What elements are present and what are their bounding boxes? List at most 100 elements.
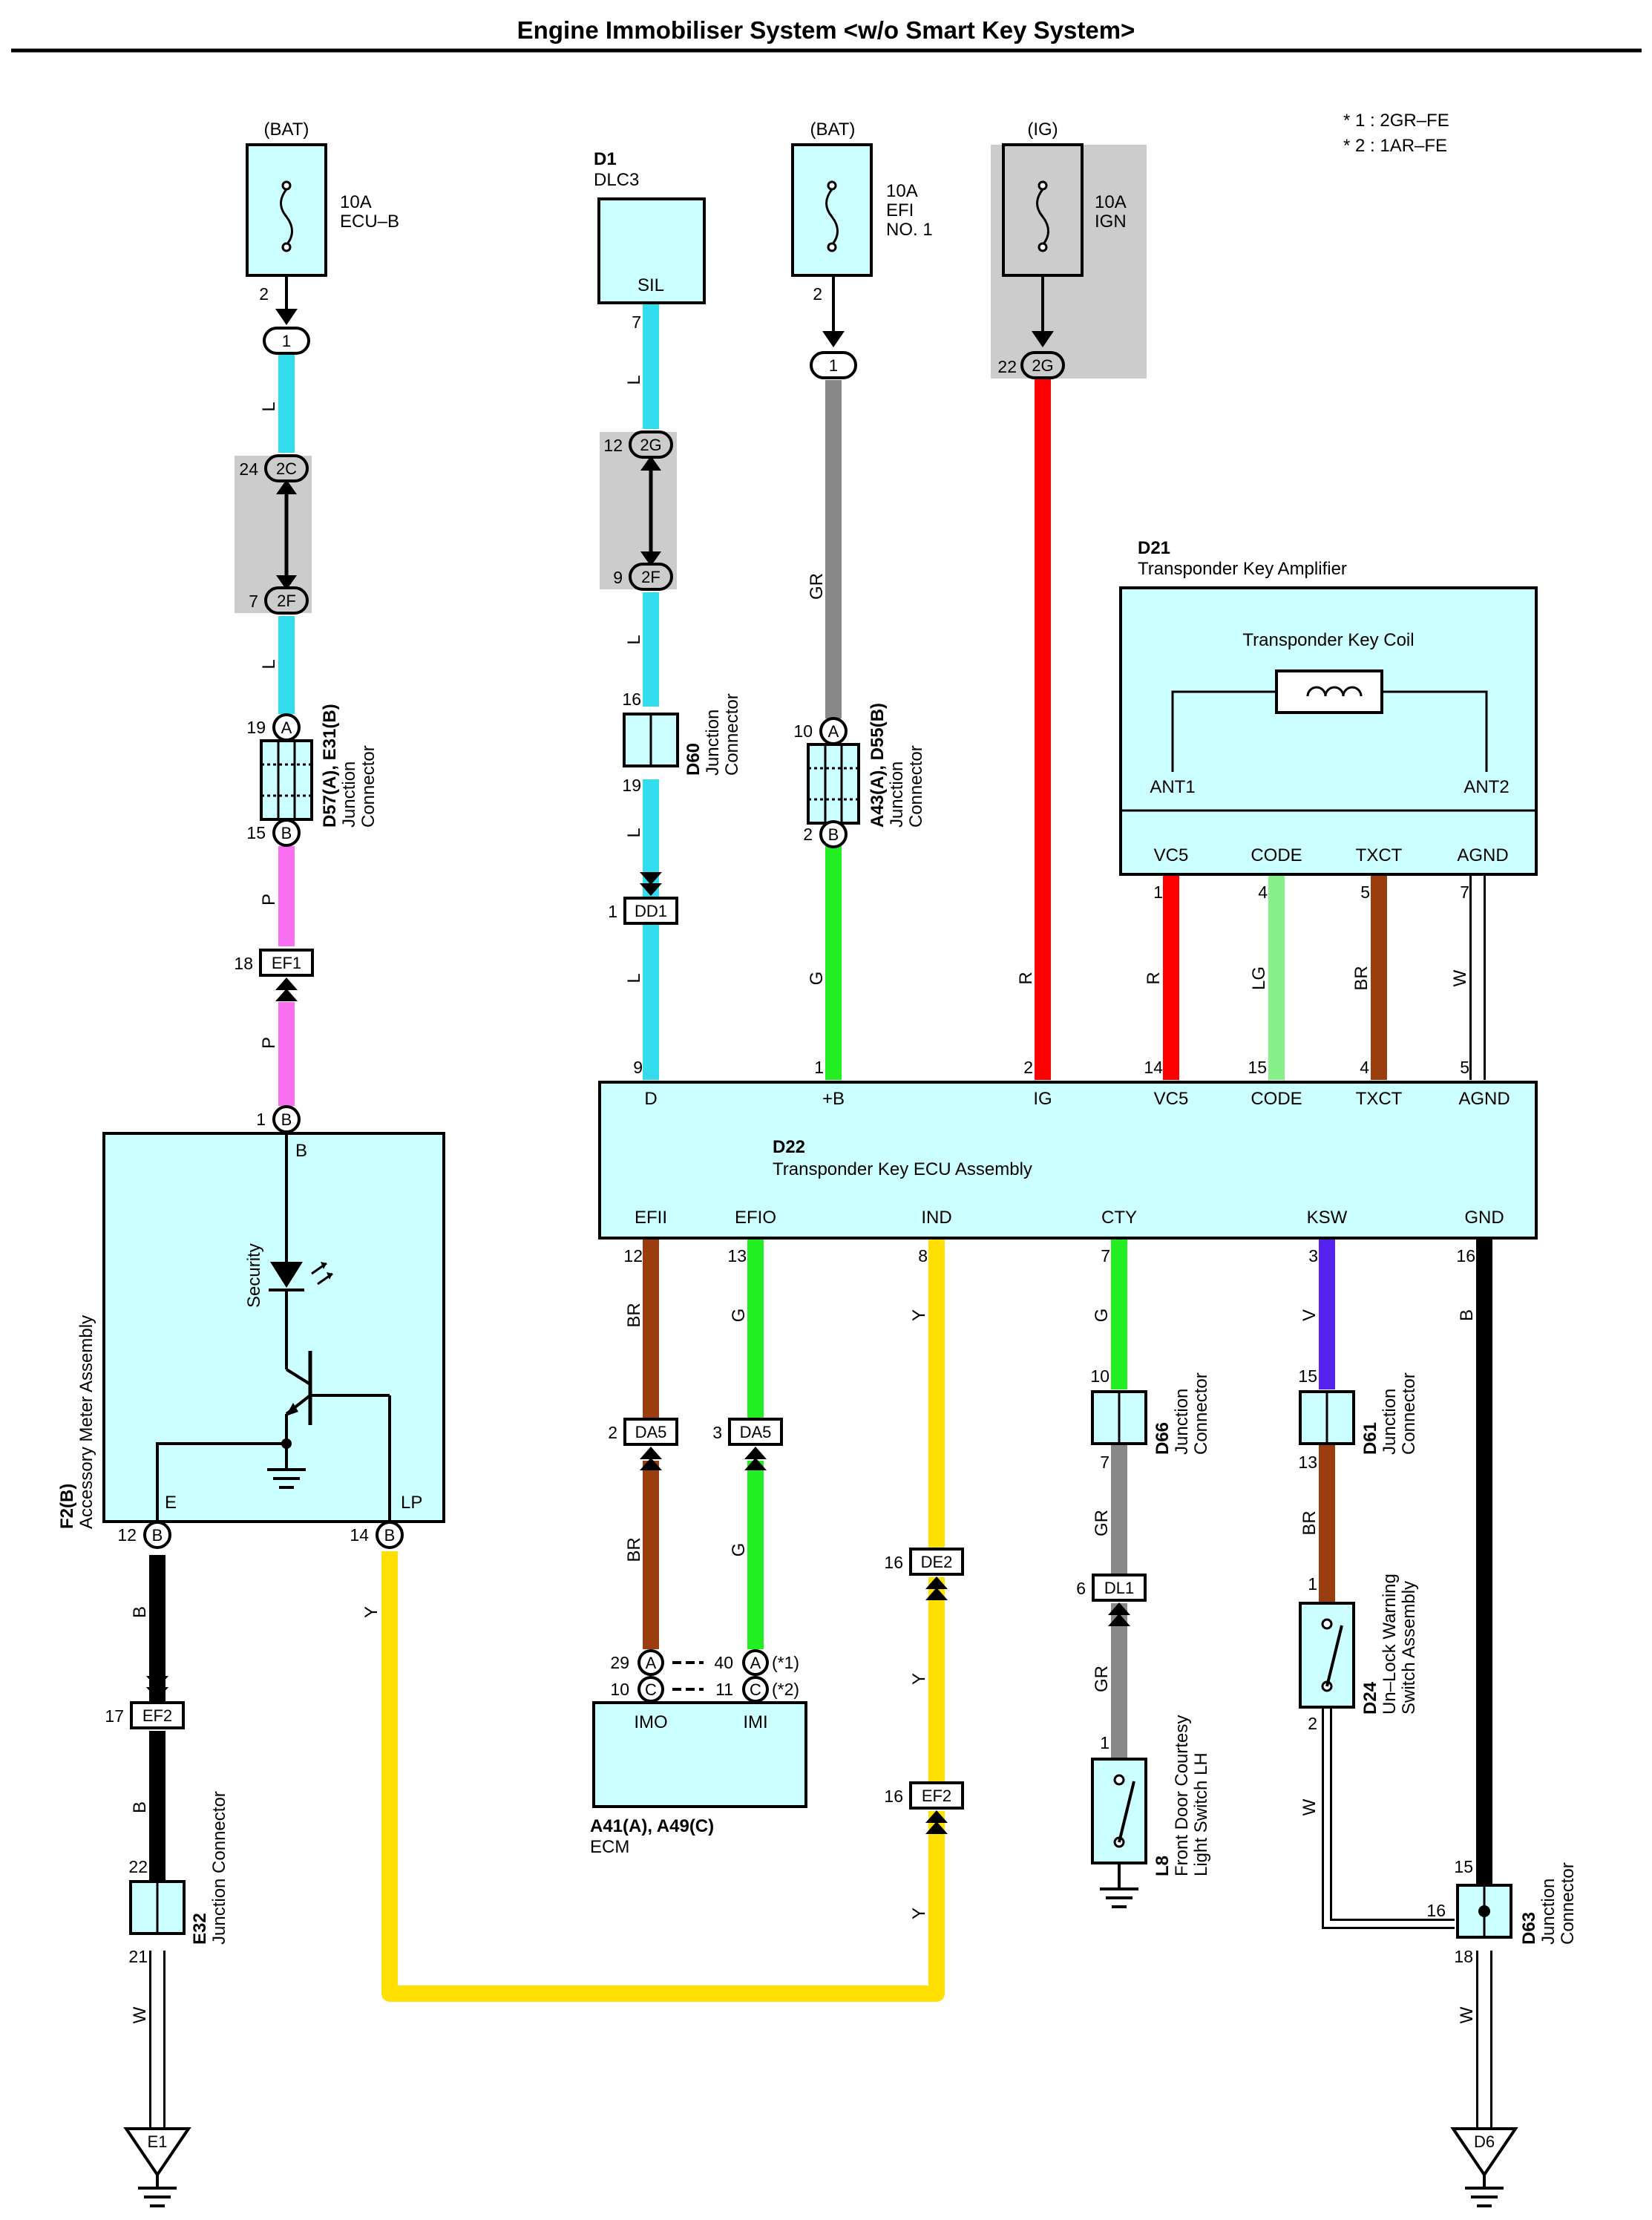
svg-text:D60: D60 <box>684 743 704 776</box>
svg-text:+B: +B <box>822 1089 845 1109</box>
fuse-ign-pin: 22 <box>997 357 1017 376</box>
jc-d57: A 19 B 15 D57(A), E31(B) Junction Connec… <box>246 704 378 847</box>
fuse-ecub-source: (BAT) <box>264 119 309 140</box>
svg-text:A41(A), A49(C): A41(A), A49(C) <box>590 1816 714 1836</box>
svg-text:Y: Y <box>909 1673 929 1685</box>
svg-text:IND: IND <box>921 1208 951 1228</box>
conn-2f-a-pin: 7 <box>249 592 258 611</box>
svg-text:A: A <box>828 722 839 741</box>
conn-2g-b-pin: 12 <box>603 436 623 455</box>
svg-text:14: 14 <box>1144 1058 1163 1077</box>
fuse-ecub-rating: 10A <box>340 192 372 212</box>
svg-text:EFIO: EFIO <box>735 1208 776 1228</box>
svg-text:EF1: EF1 <box>272 954 301 972</box>
svg-text:B: B <box>384 1526 396 1545</box>
svg-text:D63: D63 <box>1519 1912 1539 1945</box>
switch-icon <box>1325 1625 1343 1687</box>
svg-text:19: 19 <box>246 718 266 737</box>
svg-text:B: B <box>828 825 839 844</box>
svg-text:Connector: Connector <box>1191 1372 1211 1455</box>
conn-2c: 2C <box>276 459 297 478</box>
svg-text:16: 16 <box>884 1787 903 1806</box>
svg-text:Connector: Connector <box>358 745 378 828</box>
dlc3: D1 DLC3 SIL 7 <box>594 149 706 332</box>
svg-text:Transponder Key Coil: Transponder Key Coil <box>1242 630 1414 650</box>
svg-text:D6: D6 <box>1474 2132 1495 2151</box>
conn-2f-a: 2F <box>277 592 296 610</box>
conn-2c-pin: 24 <box>239 459 258 479</box>
svg-text:DD1: DD1 <box>635 902 667 920</box>
svg-text:W: W <box>130 2006 150 2023</box>
svg-text:C: C <box>750 1680 761 1699</box>
shade-2g-2f <box>600 432 677 589</box>
svg-text:LP: LP <box>401 1493 422 1513</box>
ecm: A C A C 29 10 40 11 (*1) (*2) IMO IMI A4… <box>590 1649 807 1857</box>
svg-text:IG: IG <box>1033 1089 1052 1109</box>
fuse-efi: (BAT) 10A EFI NO. 1 2 <box>791 119 933 341</box>
svg-text:GND: GND <box>1464 1208 1504 1228</box>
diagram-title: Engine Immobiliser System <w/o Smart Key… <box>517 16 1135 44</box>
svg-text:16: 16 <box>884 1553 903 1572</box>
svg-text:TXCT: TXCT <box>1356 1089 1403 1109</box>
svg-text:D22: D22 <box>773 1137 805 1157</box>
svg-text:L: L <box>624 635 644 644</box>
svg-text:LG: LG <box>1249 966 1269 990</box>
svg-text:BR: BR <box>624 1537 644 1562</box>
svg-text:Connector: Connector <box>1558 1862 1578 1945</box>
svg-text:11: 11 <box>715 1680 733 1699</box>
fuse-efi-source: (BAT) <box>810 119 856 140</box>
switch-d24: 1 2 D24 Un–Lock Warning Switch Assembly <box>1299 1574 1419 1733</box>
svg-text:ECM: ECM <box>590 1837 629 1857</box>
svg-text:16: 16 <box>622 690 641 709</box>
transponder-ecu: 9 1 2 14 15 4 5 D +B IG VC5 CODE TXCT AG… <box>598 1058 1538 1265</box>
svg-text:(*1): (*1) <box>772 1653 799 1672</box>
svg-text:13: 13 <box>1298 1453 1317 1472</box>
svg-text:5: 5 <box>1360 883 1370 902</box>
svg-text:Front Door Courtesy: Front Door Courtesy <box>1172 1715 1192 1876</box>
svg-text:IMO: IMO <box>634 1712 667 1732</box>
svg-text:E32: E32 <box>190 1913 210 1945</box>
dlc3-terminal: SIL <box>637 275 664 295</box>
svg-text:DE2: DE2 <box>921 1553 953 1571</box>
svg-text:15: 15 <box>1298 1366 1317 1386</box>
svg-text:15: 15 <box>1248 1058 1267 1077</box>
svg-text:C: C <box>645 1680 657 1699</box>
svg-text:3: 3 <box>1308 1246 1318 1265</box>
svg-text:L: L <box>259 659 279 669</box>
svg-text:10: 10 <box>610 1680 629 1699</box>
note-2: * 2 : 1AR–FE <box>1343 136 1447 156</box>
jc-d66: 10 7 D66 Junction Connector <box>1090 1366 1211 1472</box>
wires <box>149 304 1492 2129</box>
svg-text:W: W <box>1299 1798 1320 1815</box>
fuse-ign-element-icon <box>1036 189 1049 246</box>
svg-text:L: L <box>624 973 644 983</box>
svg-text:Switch Assembly: Switch Assembly <box>1399 1581 1419 1715</box>
switch-icon <box>1118 1781 1135 1843</box>
ground-e1: E1 <box>123 2127 191 2207</box>
svg-text:ANT1: ANT1 <box>1150 777 1195 797</box>
fuse-ign-rating: 10A <box>1095 192 1127 212</box>
svg-text:BR: BR <box>624 1303 644 1327</box>
svg-text:4: 4 <box>1360 1058 1369 1077</box>
svg-text:B: B <box>130 1606 150 1618</box>
svg-text:G: G <box>729 1309 749 1323</box>
svg-text:A43(A), D55(B): A43(A), D55(B) <box>868 703 888 828</box>
dlc3-name: DLC3 <box>594 170 639 190</box>
fuse-efi-rating: 10A <box>886 181 918 201</box>
svg-text:Un–Lock Warning: Un–Lock Warning <box>1380 1574 1400 1715</box>
switch-l8: 1 L8 Front Door Courtesy Light Switch LH <box>1091 1715 1211 1908</box>
note-1: * 1 : 2GR–FE <box>1343 111 1449 131</box>
svg-text:GR: GR <box>807 573 827 600</box>
svg-text:18: 18 <box>1454 1947 1473 1966</box>
conn-2f-b: 2F <box>641 568 661 586</box>
svg-text:BR: BR <box>1299 1510 1320 1535</box>
svg-text:B: B <box>130 1801 150 1813</box>
svg-text:Junction: Junction <box>1380 1389 1400 1455</box>
svg-text:14: 14 <box>350 1525 369 1545</box>
dlc3-id: D1 <box>594 149 617 169</box>
wire-w-2-border <box>1322 1706 1455 1929</box>
svg-text:10: 10 <box>793 721 813 741</box>
svg-text:Y: Y <box>909 1309 929 1321</box>
svg-text:F2(B): F2(B) <box>57 1484 77 1529</box>
